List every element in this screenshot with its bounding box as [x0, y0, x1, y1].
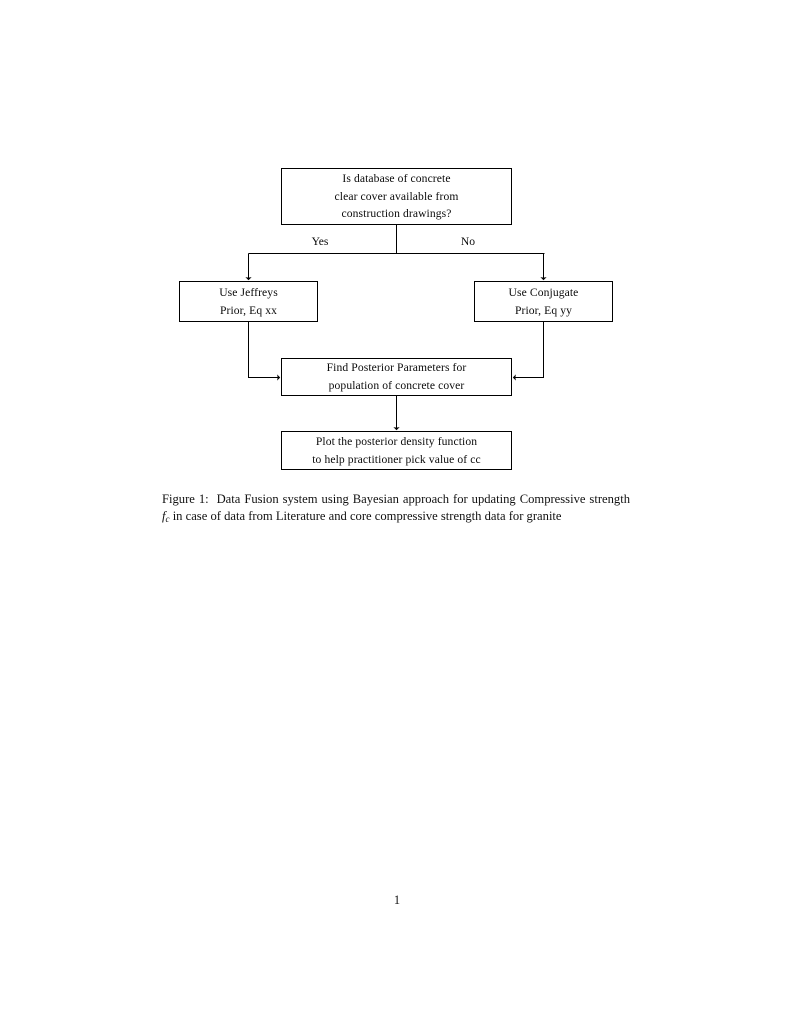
- node-decision-line-2: clear cover available from: [334, 189, 459, 203]
- flowchart-node-find-posterior[interactable]: Find Posterior Parameters for population…: [281, 358, 512, 396]
- flowchart-node-jeffreys-prior[interactable]: Use Jeffreys Prior, Eq xx: [179, 281, 318, 322]
- node-decision-line-3: construction drawings?: [341, 207, 452, 221]
- flowchart-node-decision[interactable]: Is database of concrete clear cover avai…: [281, 168, 512, 225]
- caption-text-before-math: Data Fusion system using Bayesian approa…: [216, 492, 630, 506]
- node-plot-line-1: Plot the posterior density function: [315, 434, 478, 448]
- node-decision-line-1: Is database of concrete: [342, 171, 451, 185]
- caption-math-subscript: c: [165, 514, 170, 525]
- node-conjugate-line-1: Use Conjugate: [508, 285, 579, 299]
- caption-space-1: [209, 492, 217, 506]
- figure-flowchart: Is database of concrete clear cover avai…: [0, 0, 794, 490]
- node-conjugate-line-2: Prior, Eq yy: [514, 303, 573, 317]
- edge-label-yes: Yes: [311, 235, 329, 248]
- connector-jeffreys-to-posterior: [248, 322, 281, 381]
- caption-text-after-math: in case of data from Literature and core…: [172, 509, 562, 524]
- figure-caption: Figure 1: Data Fusion system using Bayes…: [162, 491, 630, 526]
- caption-math-symbol: f: [162, 509, 166, 524]
- connector-conjugate-to-posterior: [512, 322, 544, 381]
- node-jeffreys-line-1: Use Jeffreys: [219, 285, 278, 299]
- flowchart-node-plot-density[interactable]: Plot the posterior density function to h…: [281, 431, 512, 470]
- node-plot-line-2: to help practitioner pick value of cc: [312, 452, 481, 466]
- node-jeffreys-line-2: Prior, Eq xx: [219, 303, 278, 317]
- edge-label-no: No: [460, 235, 476, 248]
- flowchart-node-conjugate-prior[interactable]: Use Conjugate Prior, Eq yy: [474, 281, 613, 322]
- flowchart-connectors: [245, 225, 547, 431]
- node-posterior-line-1: Find Posterior Parameters for: [326, 361, 467, 375]
- page-number: 1: [393, 893, 401, 907]
- node-posterior-line-2: population of concrete cover: [328, 379, 465, 392]
- caption-label: Figure 1:: [162, 492, 209, 506]
